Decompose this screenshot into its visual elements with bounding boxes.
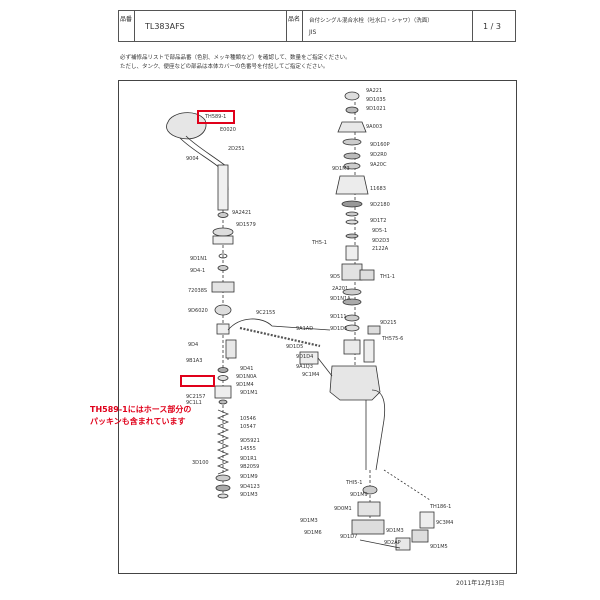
part-label: 2A201 — [332, 286, 348, 292]
part-label: 9A1Q3 — [296, 364, 313, 370]
part-label: 9B2059 — [240, 464, 259, 470]
part-label: 9D1N0A — [236, 374, 257, 380]
part-label: 9D1M3 — [300, 518, 318, 524]
part-label: 9C1L1 — [186, 400, 202, 406]
product-code: TL383AFS — [145, 22, 185, 31]
part-label: 9D1D6 — [330, 326, 347, 332]
part-label: 9D1M3 — [240, 492, 258, 498]
part-label: 9D1M3 — [386, 528, 404, 534]
part-label: 9D215 — [380, 320, 397, 326]
part-label: 9D1M6 — [304, 530, 322, 536]
part-label: 9D1D5 — [286, 344, 303, 350]
product-name: 台付シングル混合水栓（吐水口・シャワ）（洗面） — [309, 18, 433, 24]
part-label: 9C2157 — [186, 394, 205, 400]
product-label: 品番 — [119, 16, 132, 23]
part-label: 9D1D7 — [340, 534, 357, 540]
callout-line-1: TH589-1にはホース部分の — [90, 405, 192, 414]
part-label: 9D5-1 — [372, 228, 387, 234]
highlight-box-top — [197, 110, 235, 124]
part-label: 10546 — [240, 416, 256, 422]
note-line-2: ただし、タンク、便座などの部品は本体カバーの色番号を付記してご指定ください。 — [120, 64, 329, 70]
note-line-1: 必ず補修品リストで部品品番（色別、メッキ種類など）を確認して、数量をご指定くださ… — [120, 55, 351, 61]
part-label: 9A20C — [370, 162, 387, 168]
part-label: 9D111 — [330, 314, 347, 320]
part-label: TH589-1 — [204, 114, 226, 120]
issue-date: 2011年12月13日 — [456, 580, 505, 587]
header-table: 品番 TL383AFS 品名 台付シングル混合水栓（吐水口・シャワ）（洗面） J… — [118, 10, 516, 42]
part-label: 9D4 — [188, 342, 198, 348]
part-label: 72038S — [188, 288, 207, 294]
part-label: 9C3M4 — [436, 520, 453, 526]
name-label: 品名 — [287, 16, 300, 23]
part-label: 9A2421 — [232, 210, 251, 216]
part-label: 9D1M5 — [430, 544, 448, 550]
part-label: THI5-1 — [345, 480, 362, 486]
part-label: 9D1D4 — [296, 354, 313, 360]
part-label: 9C2155 — [256, 310, 275, 316]
part-label: 9B1A3 — [186, 358, 202, 364]
part-label: 9D5921 — [240, 438, 260, 444]
part-label: 9D0M1 — [334, 506, 352, 512]
part-label: 9D6020 — [188, 308, 208, 314]
callout-line-2: パッキンも含まれています — [90, 417, 186, 426]
highlight-box-hose — [180, 375, 215, 387]
part-label: 11683 — [370, 186, 386, 192]
part-label: 9D1M9 — [350, 492, 368, 498]
part-label: E0020 — [220, 127, 236, 133]
part-label: 9D1T2 — [370, 218, 386, 224]
part-label: 9D4-1 — [190, 268, 205, 274]
part-label: 9D1M1 — [240, 390, 258, 396]
part-label: 9A1AD — [296, 326, 313, 332]
part-label: TH5-1 — [311, 240, 327, 246]
part-label: 9D1M3 — [332, 166, 350, 172]
part-label: 9D160P — [370, 142, 390, 148]
part-label: 10547 — [240, 424, 256, 430]
part-label: 3D100 — [192, 460, 209, 466]
part-label: TH186-1 — [429, 504, 451, 510]
part-label: 2D251 — [228, 146, 245, 152]
part-label: 9D2AP — [384, 540, 401, 546]
part-label: TH575-6 — [381, 336, 403, 342]
part-label: 9C1M4 — [302, 372, 319, 378]
part-label: 14555 — [240, 446, 256, 452]
part-label: 9D5 — [330, 274, 340, 280]
part-label: 9A221 — [366, 88, 382, 94]
part-label: 9D1N1 — [190, 256, 207, 262]
part-label: 9D2D3 — [372, 238, 389, 244]
part-label: 9D1579 — [236, 222, 256, 228]
part-label: 9D4123 — [240, 484, 260, 490]
part-label: 9D1035 — [366, 97, 386, 103]
part-label: 9D2180 — [370, 202, 390, 208]
part-label: 9A003 — [366, 124, 382, 130]
part-label: TH1-1 — [379, 274, 395, 280]
jis-label: JIS — [309, 29, 317, 36]
part-label: 9D41 — [240, 366, 253, 372]
part-label: 9D1M4 — [236, 382, 254, 388]
part-label: 9D1021 — [366, 106, 386, 112]
part-label: 9D2R0 — [370, 152, 387, 158]
part-label: 9D1R1 — [240, 456, 257, 462]
part-label: 9D1N1A — [330, 296, 351, 302]
part-label: 9D1M9 — [240, 474, 258, 480]
part-label: 2122A — [372, 246, 389, 252]
part-label: 9004 — [186, 156, 199, 162]
page-number: 1 / 3 — [483, 22, 501, 31]
diagram-frame — [118, 80, 517, 574]
